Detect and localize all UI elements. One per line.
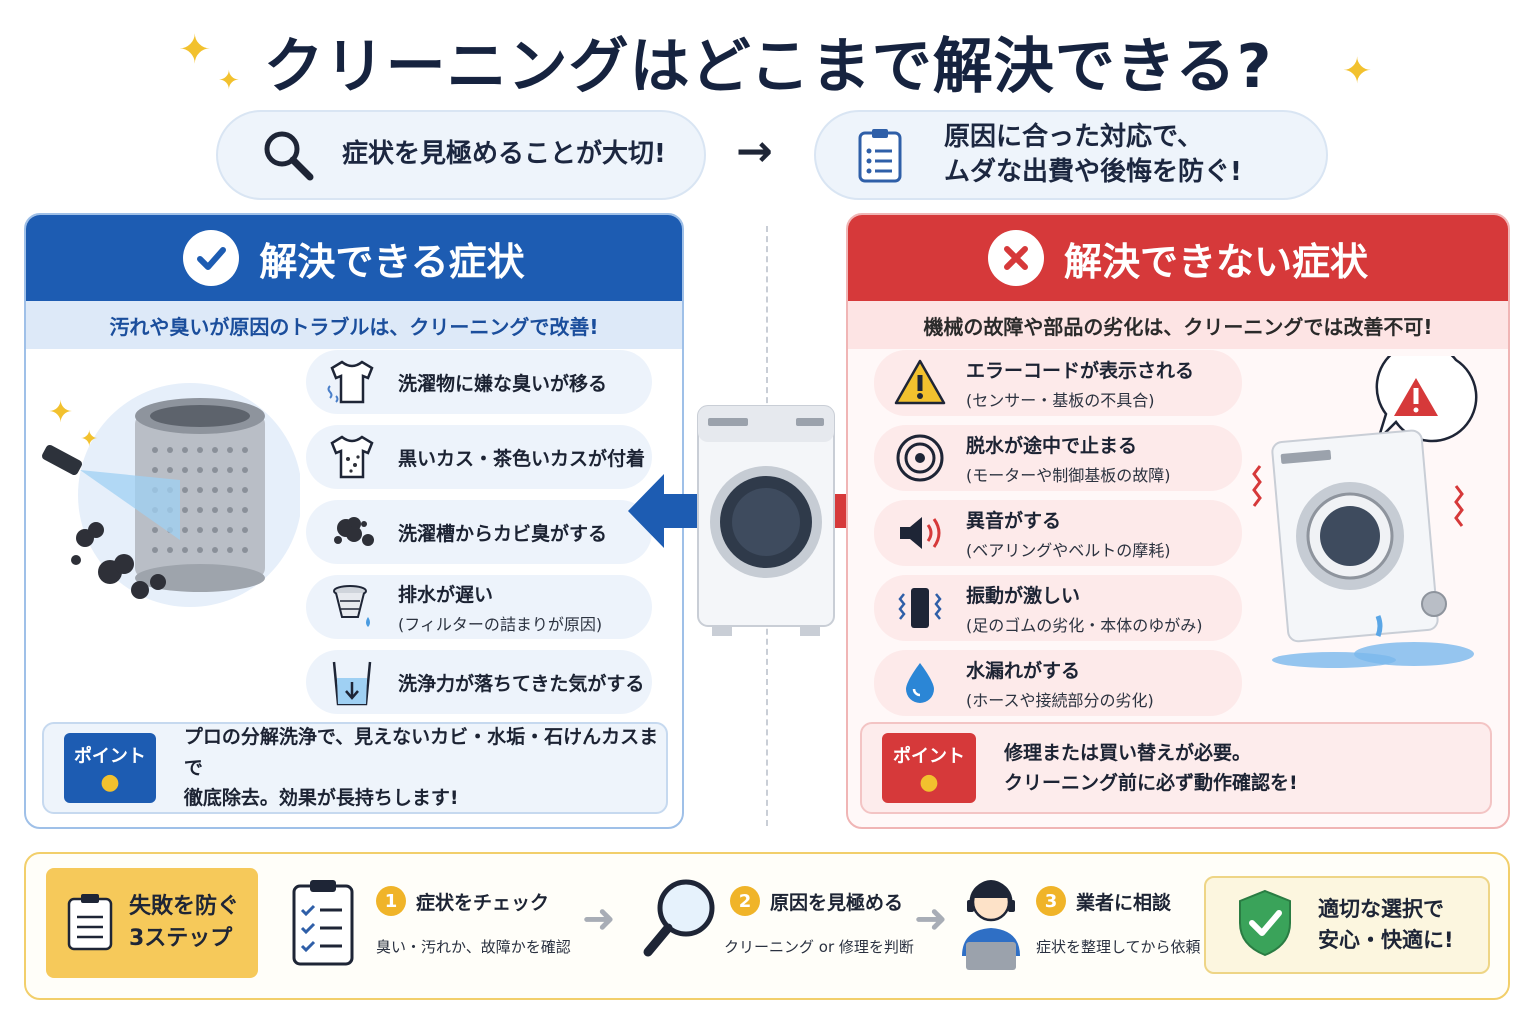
item-sublabel: (センサー・基板の不具合) <box>966 390 1155 410</box>
mold-icon <box>322 502 382 562</box>
list-item: 洗浄力が落ちてきた気がする <box>306 650 652 714</box>
point-badge: ポイント ● <box>882 733 976 803</box>
magnifier-icon <box>640 876 720 960</box>
magnifier-icon <box>258 125 318 185</box>
result-line1: 適切な選択で <box>1318 896 1444 921</box>
list-item: 洗濯槽からカビ臭がする <box>306 500 652 564</box>
intro-arrow: → <box>736 126 773 177</box>
solvable-subtitle: 汚れや臭いが原因のトラブルは、クリーニングで改善! <box>26 301 682 349</box>
broken-washer-illustration <box>1244 341 1484 676</box>
spin-icon <box>890 428 950 488</box>
washing-machine-illustration <box>696 404 836 640</box>
svg-text:✦: ✦ <box>80 427 98 452</box>
item-label: 洗濯物に嫌な臭いが移る <box>398 372 608 395</box>
intro-pill-right: 原因に合った対応で、 ムダな出費や後悔を防ぐ! <box>814 110 1328 200</box>
checklist-icon <box>290 876 356 968</box>
item-label: 排水が遅い <box>398 583 494 606</box>
x-circle-icon <box>987 230 1044 286</box>
steps-badge: 失敗を防ぐ 3ステップ <box>46 868 258 978</box>
unsolvable-point-box: ポイント ● 修理または買い替えが必要。 クリーニング前に必ず動作確認を! <box>860 722 1492 814</box>
item-sublabel: (足のゴムの劣化・本体のゆがみ) <box>966 615 1203 635</box>
shield-check-icon <box>1236 889 1294 961</box>
page-title: クリーニングはどこまで解決できる? <box>263 32 1273 102</box>
point-line2: 徹底除去。効果が長持ちします! <box>183 787 459 810</box>
drain-filter-icon <box>322 577 382 637</box>
step-subtitle: クリーニング or 修理を判断 <box>724 938 914 956</box>
step-1: 1 症状をチェック 臭い・汚れか、故障かを確認 <box>376 886 571 957</box>
step-2: 2 原因を見極める クリーニング or 修理を判断 <box>724 886 914 957</box>
list-item: 洗濯物に嫌な臭いが移る <box>306 350 652 414</box>
list-item: 水漏れがする (ホースや接続部分の劣化) <box>874 650 1242 716</box>
solvable-point-box: ポイント ● プロの分解洗浄で、見えないカビ・水垢・石けんカスまで 徹底除去。効… <box>42 722 668 814</box>
lightbulb-icon: ● <box>100 769 120 795</box>
unsolvable-header-text: 解決できない症状 <box>1063 239 1368 284</box>
step-number: 3 <box>1036 886 1066 916</box>
list-item: 振動が激しい (足のゴムの劣化・本体のゆがみ) <box>874 575 1242 641</box>
list-item: 異音がする (ベアリングやベルトの摩耗) <box>874 500 1242 566</box>
clipboard-icon <box>850 125 910 185</box>
point-line1: プロの分解洗浄で、見えないカビ・水垢・石けんカスまで <box>183 726 659 779</box>
speaker-icon <box>890 503 950 563</box>
steps-badge-line2: 3ステップ <box>128 926 233 951</box>
result-box: 適切な選択で 安心・快適に! <box>1204 876 1490 974</box>
item-sublabel: (モーターや制御基板の故障) <box>966 465 1171 485</box>
step-number: 1 <box>376 886 406 916</box>
intro-right-line2: ムダな出費や後悔を防ぐ! <box>944 157 1242 187</box>
step-arrow-icon: ➜ <box>582 896 616 942</box>
intro-pill-left: 症状を見極めることが大切! <box>216 110 706 200</box>
support-agent-icon <box>958 872 1024 974</box>
item-label: 黒いカス・茶色いカスが付着 <box>398 447 646 470</box>
left-arrow-icon <box>628 474 698 548</box>
point-badge: ポイント ● <box>64 733 156 803</box>
step-subtitle: 臭い・汚れか、故障かを確認 <box>376 938 571 956</box>
drum-cleaning-illustration: ✦ ✦ <box>40 370 302 620</box>
item-label: 振動が激しい <box>966 584 1081 607</box>
step-title: 症状をチェック <box>416 891 550 914</box>
list-item: 黒いカス・茶色いカスが付着 <box>306 425 652 489</box>
point-badge-label: ポイント <box>73 745 146 767</box>
shirt-odor-icon <box>322 352 382 412</box>
steps-badge-line1: 失敗を防ぐ <box>128 894 239 920</box>
list-item: 脱水が途中で止まる (モーターや制御基板の故障) <box>874 425 1242 491</box>
point-line2: クリーニング前に必ず動作確認を! <box>1004 772 1298 794</box>
vibration-icon <box>890 578 950 638</box>
clipboard-icon <box>65 891 115 955</box>
step-subtitle: 症状を整理してから依頼 <box>1036 938 1201 956</box>
item-label: 異音がする <box>966 509 1062 532</box>
shirt-debris-icon <box>322 427 382 487</box>
item-label: 水漏れがする <box>966 659 1081 682</box>
sparkle-icon: ✦ <box>1342 51 1373 92</box>
water-drop-icon <box>890 653 950 713</box>
svg-text:✦: ✦ <box>48 395 73 430</box>
item-label: 洗浄力が落ちてきた気がする <box>398 672 645 695</box>
sparkle-icon: ✦ <box>218 66 240 96</box>
lightbulb-icon: ● <box>919 769 939 795</box>
step-number: 2 <box>730 886 760 916</box>
check-circle-icon <box>183 230 240 286</box>
list-item: エラーコードが表示される (センサー・基板の不具合) <box>874 350 1242 416</box>
step-title: 原因を見極める <box>770 891 904 914</box>
warning-icon <box>890 353 950 413</box>
item-label: エラーコードが表示される <box>966 359 1195 382</box>
unsolvable-subtitle: 機械の故障や部品の劣化は、クリーニングでは改善不可! <box>848 301 1508 349</box>
item-label: 洗濯槽からカビ臭がする <box>398 522 608 545</box>
intro-right-line1: 原因に合った対応で、 <box>944 121 1203 152</box>
unsolvable-header: 解決できない症状 <box>848 215 1508 301</box>
result-line2: 安心・快適に! <box>1318 928 1454 952</box>
solvable-header-text: 解決できる症状 <box>259 239 525 284</box>
step-3: 3 業者に相談 症状を整理してから依頼 <box>1036 886 1201 957</box>
solvable-header: 解決できる症状 <box>26 215 682 301</box>
item-label: 脱水が途中で止まる <box>966 434 1138 457</box>
intro-left-text: 症状を見極めることが大切! <box>342 139 666 170</box>
item-sublabel: (フィルターの詰まりが原因) <box>398 614 603 634</box>
water-level-icon <box>322 652 382 712</box>
item-sublabel: (ホースや接続部分の劣化) <box>966 690 1154 710</box>
sparkle-icon: ✦ <box>178 27 212 73</box>
item-sublabel: (ベアリングやベルトの摩耗) <box>966 540 1171 560</box>
list-item: 排水が遅い (フィルターの詰まりが原因) <box>306 575 652 639</box>
point-badge-label: ポイント <box>893 745 965 767</box>
point-line1: 修理または買い替えが必要。 <box>1004 741 1252 764</box>
step-arrow-icon: ➜ <box>914 896 948 942</box>
step-title: 業者に相談 <box>1076 891 1172 914</box>
